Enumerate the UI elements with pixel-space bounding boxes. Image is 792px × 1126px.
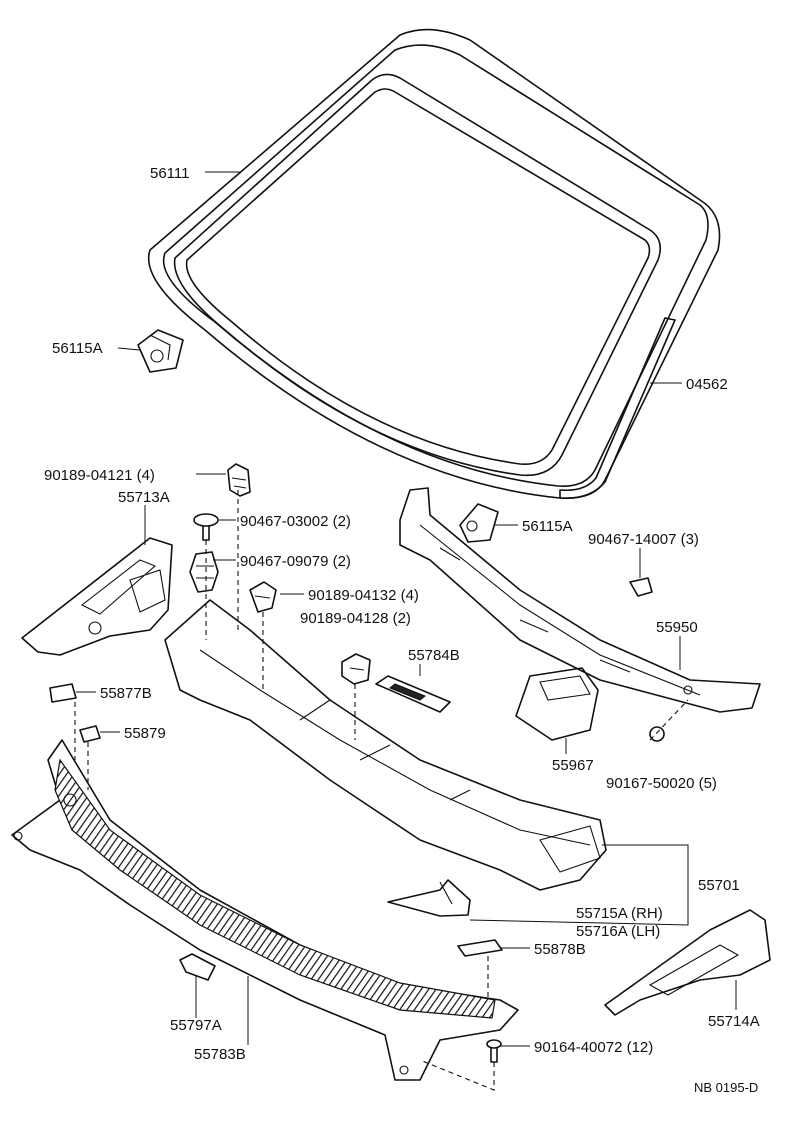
label-56115a-right: 56115A bbox=[522, 518, 573, 535]
label-55783b: 55783B bbox=[194, 1046, 246, 1063]
bracket-55715a bbox=[387, 879, 471, 917]
cowl-side-panel-55714a bbox=[604, 909, 771, 1016]
label-90189-04121: 90189-04121 (4) bbox=[44, 467, 155, 484]
drawing-code: NB 0195-D bbox=[694, 1080, 758, 1095]
windshield-glass bbox=[148, 28, 721, 499]
label-55713a: 55713A bbox=[118, 489, 170, 506]
clip-55879 bbox=[79, 725, 101, 743]
clip-90189-04132 bbox=[249, 581, 277, 613]
label-56111: 56111 bbox=[150, 165, 190, 182]
duct-55967 bbox=[515, 667, 599, 741]
leader-lines bbox=[76, 171, 737, 1047]
seal-55878b bbox=[457, 939, 503, 957]
screw-90164-40072 bbox=[486, 1039, 502, 1063]
clip-56115a-left bbox=[137, 329, 184, 373]
label-55878b: 55878B bbox=[534, 941, 586, 958]
cowl-top-panel-55950 bbox=[399, 487, 761, 713]
clip-90467-09079 bbox=[189, 551, 219, 593]
label-55879: 55879 bbox=[124, 725, 166, 742]
screw-90167-50020 bbox=[649, 726, 665, 742]
label-90167-50020: 90167-50020 (5) bbox=[606, 775, 717, 792]
clip-90189-04121 bbox=[227, 463, 251, 497]
label-90467-09079: 90467-09079 (2) bbox=[240, 553, 351, 570]
label-55950: 55950 bbox=[656, 619, 698, 636]
label-55877b: 55877B bbox=[100, 685, 152, 702]
label-55784b: 55784B bbox=[408, 647, 460, 664]
clip-90189-04128 bbox=[341, 653, 371, 685]
seal-55784b bbox=[375, 675, 451, 713]
clip-56115a-right bbox=[459, 503, 499, 543]
cowl-panel-55701 bbox=[164, 599, 607, 891]
label-56115a-left: 56115A bbox=[52, 340, 103, 357]
label-55701: 55701 bbox=[698, 877, 740, 894]
label-04562: 04562 bbox=[686, 376, 728, 393]
seal-55877b bbox=[49, 683, 77, 703]
label-55967: 55967 bbox=[552, 757, 594, 774]
fastener-90467-14007 bbox=[629, 577, 653, 597]
pin-90467-03002 bbox=[193, 513, 219, 541]
label-55714a: 55714A bbox=[708, 1013, 760, 1030]
seal-55797a bbox=[179, 953, 216, 981]
label-90467-14007: 90467-14007 (3) bbox=[588, 531, 699, 548]
label-90467-03002: 90467-03002 (2) bbox=[240, 513, 351, 530]
windshield-molding bbox=[559, 317, 676, 499]
label-55715a: 55715A (RH) bbox=[576, 905, 663, 922]
label-90189-04128: 90189-04128 (2) bbox=[300, 610, 411, 627]
label-90164-40072: 90164-40072 (12) bbox=[534, 1039, 653, 1056]
label-55797a: 55797A bbox=[170, 1017, 222, 1034]
part-labels: 56111 56115A 04562 90189-04121 (4) 55713… bbox=[44, 165, 760, 1095]
cowl-louver-55783b bbox=[11, 739, 519, 1081]
label-55716a: 55716A (LH) bbox=[576, 923, 660, 940]
label-90189-04132: 90189-04132 (4) bbox=[308, 587, 419, 604]
cowl-side-panel-55713a bbox=[21, 537, 173, 656]
assembly-lines bbox=[74, 490, 689, 1091]
